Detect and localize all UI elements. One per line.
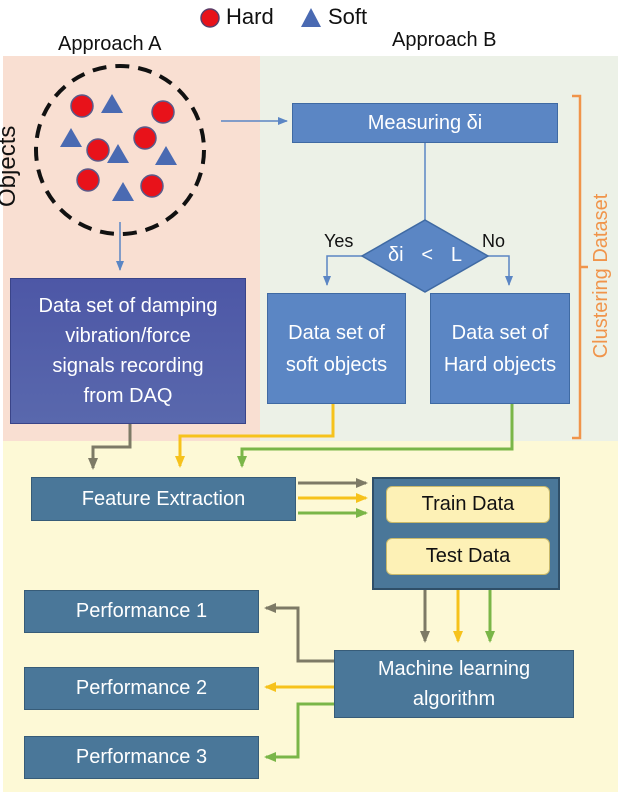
damping-line-1: Data set of damping: [38, 295, 218, 317]
performance-1-box: Performance 1: [24, 590, 259, 633]
decision-right: L: [450, 244, 462, 266]
damping-dataset-box: Data set of damping vibration/force sign…: [10, 278, 246, 424]
soft-legend-icon: [301, 8, 321, 27]
ml-line-2: algorithm: [412, 688, 496, 710]
hard-legend-label: Hard: [226, 4, 274, 29]
train-data-label: Train Data: [421, 493, 515, 515]
soft-legend-label: Soft: [328, 4, 368, 29]
soft-line-1: Data set of: [288, 321, 385, 344]
feature-extraction-box: Feature Extraction: [31, 477, 296, 521]
train-data-box: Train Data: [386, 486, 550, 523]
soft-line-2: soft objects: [285, 353, 388, 376]
damping-line-3: signals recording: [52, 355, 204, 377]
performance-2-box: Performance 2: [24, 667, 259, 710]
hard-line-2: Hard objects: [443, 353, 557, 376]
approach-b-title: Approach B: [392, 29, 497, 51]
measuring-box: Measuring δi: [292, 103, 558, 143]
hard-legend-icon: [200, 8, 220, 28]
decision-operator: <: [421, 244, 434, 266]
measuring-label: Measuring δi: [367, 111, 483, 134]
ml-line-1: Machine learning: [377, 658, 531, 680]
decision-label: δi < L: [388, 244, 462, 267]
approach-a-title: Approach A: [58, 33, 162, 55]
damping-line-4: from DAQ: [83, 385, 173, 407]
test-data-box: Test Data: [386, 538, 550, 575]
performance-3-label: Performance 3: [75, 746, 208, 768]
hard-dataset-box: Data set of Hard objects: [430, 293, 570, 404]
soft-object-icons: [60, 94, 177, 201]
ml-algorithm-box: Machine learning algorithm: [334, 650, 574, 718]
objects-label: Objects: [0, 125, 21, 207]
decision-diamond: [360, 219, 490, 293]
performance-2-label: Performance 2: [75, 677, 208, 699]
hard-object-icons: [70, 94, 175, 198]
soft-dataset-box: Data set of soft objects: [267, 293, 406, 404]
test-data-label: Test Data: [425, 545, 511, 567]
decision-left: δi: [388, 244, 404, 266]
performance-3-box: Performance 3: [24, 736, 259, 779]
yes-label: Yes: [324, 231, 354, 251]
clustering-dataset-label: Clustering Dataset: [590, 193, 612, 359]
objects-boundary: [34, 64, 206, 236]
feature-extraction-label: Feature Extraction: [81, 487, 246, 510]
damping-line-2: vibration/force: [65, 325, 191, 347]
performance-1-label: Performance 1: [75, 600, 208, 622]
no-label: No: [482, 231, 506, 251]
hard-line-1: Data set of: [451, 321, 549, 344]
